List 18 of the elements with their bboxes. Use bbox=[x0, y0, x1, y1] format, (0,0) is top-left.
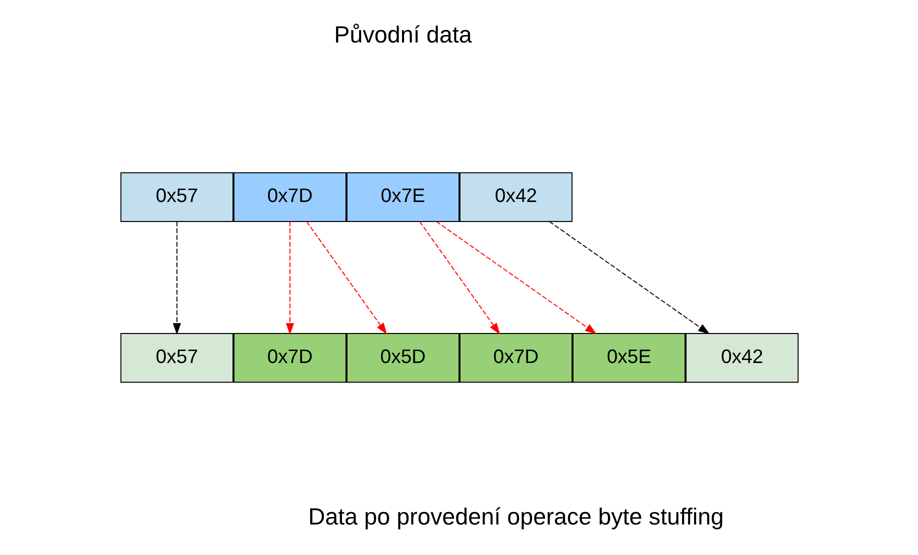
node-box: 0x7E bbox=[346, 172, 459, 222]
arrow bbox=[418, 221, 500, 335]
node-box: 0x7D bbox=[459, 333, 572, 383]
node-box: 0x7D bbox=[232, 333, 346, 383]
arrow bbox=[285, 221, 294, 335]
node-box: 0x5E bbox=[572, 333, 686, 383]
node-box: 0x5D bbox=[346, 333, 459, 383]
label: Data po provedení operace byte stuffing bbox=[308, 504, 724, 530]
arrow bbox=[306, 221, 387, 335]
label: Původní data bbox=[334, 21, 472, 48]
arrow bbox=[172, 221, 181, 335]
node-box: 0x7D bbox=[232, 172, 346, 222]
node-box: 0x57 bbox=[120, 172, 233, 222]
node-box: 0x42 bbox=[459, 172, 572, 222]
arrow bbox=[435, 221, 596, 334]
node-box: 0x42 bbox=[685, 333, 798, 383]
arrow bbox=[548, 221, 710, 334]
node-box: 0x57 bbox=[120, 333, 233, 383]
